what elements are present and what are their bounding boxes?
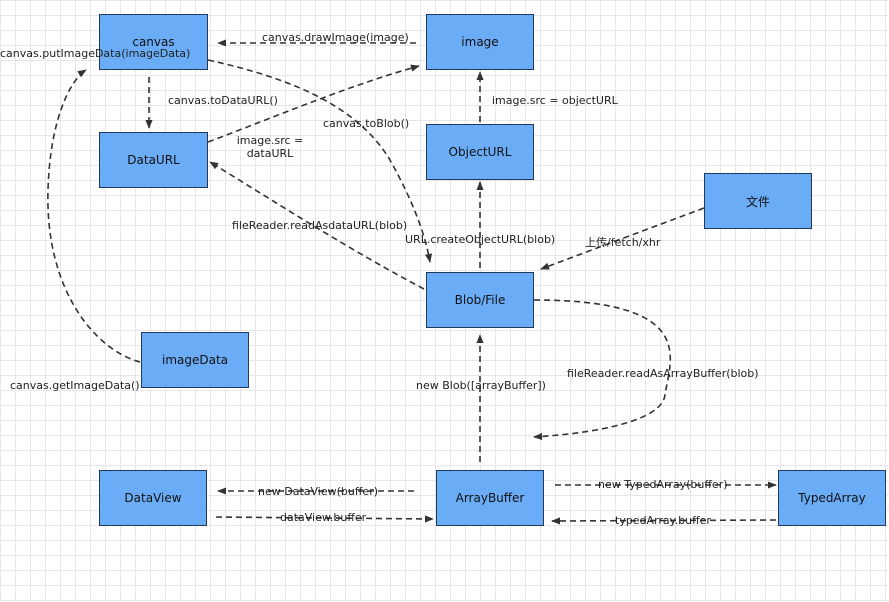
label-to-data-url: canvas.toDataURL() (168, 94, 278, 107)
edge-typed-array-buffer (551, 517, 777, 525)
label-image-src-data-url: image.src = dataURL (236, 134, 304, 160)
label-to-blob: canvas.toBlob() (323, 117, 410, 130)
edge-to-blob (207, 59, 433, 263)
edge-upload (540, 207, 705, 270)
edge-image-src-data-url (207, 64, 420, 143)
label-new-typed-array: new TypedArray(buffer) (598, 478, 728, 491)
node-objecturl[interactable]: ObjectURL (426, 124, 534, 180)
node-imagedata[interactable]: imageData (141, 332, 249, 388)
label-typed-array-buffer: typedArray.buffer (615, 514, 711, 527)
node-dataurl[interactable]: DataURL (99, 132, 208, 188)
edge-read-as-data-url (209, 161, 425, 290)
node-canvas[interactable]: canvas (99, 14, 208, 70)
node-image[interactable]: image (426, 14, 534, 70)
label-data-view-buffer: dataView.buffer (280, 511, 367, 524)
edge-get-image-data (533, 299, 672, 441)
label-new-blob: new Blob([arrayBuffer]) (416, 379, 546, 392)
label-new-data-view: new DataView(buffer) (258, 485, 379, 498)
label-create-object-url: URL.createObjectURL(blob) (405, 233, 556, 246)
node-file[interactable]: 文件 (704, 173, 812, 229)
node-dataview[interactable]: DataView (99, 470, 207, 526)
node-blob[interactable]: Blob/File (426, 272, 534, 328)
label-read-as-data-url: fileReader.readAsdataURL(blob) (232, 219, 408, 232)
node-typedarray[interactable]: TypedArray (778, 470, 886, 526)
node-arraybuffer[interactable]: ArrayBuffer (436, 470, 544, 526)
label-image-src-object-url: image.src = objectURL (492, 94, 618, 107)
edge-put-image-data (47, 69, 141, 363)
label-upload: 上传/fetch/xhr (585, 236, 661, 249)
label-put-image-data: canvas.putImageData(imageData) (0, 47, 191, 60)
label-draw-image: canvas.drawImage(image) (262, 31, 409, 44)
label-read-as-array-buffer: fileReader.readAsArrayBuffer(blob) (567, 367, 759, 380)
label-get-image-data: canvas.getImageData() (10, 379, 140, 392)
edge-data-view-buffer (215, 515, 434, 523)
